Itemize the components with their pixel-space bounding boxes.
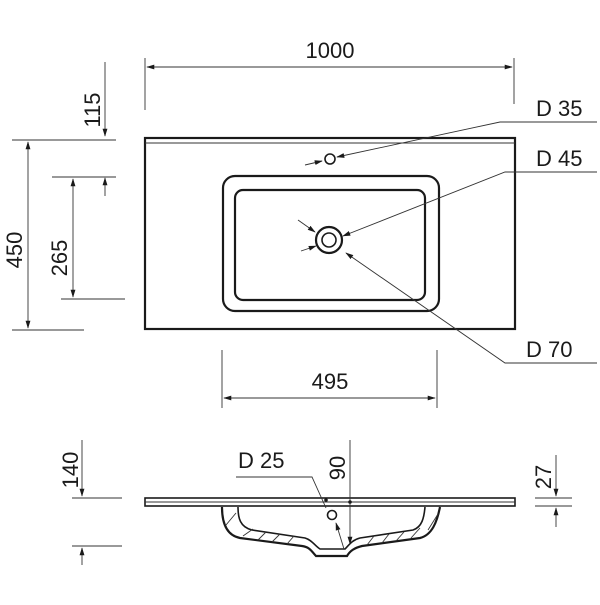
dim-top-thickness-27: 27 <box>531 465 556 489</box>
bowl-outer-rim <box>221 174 441 313</box>
dim-height-140: 140 <box>58 452 83 489</box>
drain-outer <box>314 225 344 255</box>
side-view: 140 D 25 90 27 <box>58 440 572 565</box>
label-drain-d45: D 45 <box>536 146 582 171</box>
overflow-hole <box>326 509 338 521</box>
label-tap-hole-d35: D 35 <box>536 96 582 121</box>
dim-depth-450: 450 <box>2 232 27 269</box>
label-overflow-d25: D 25 <box>238 448 284 473</box>
dim-bowl-width-495: 495 <box>312 369 349 394</box>
dim-drain-depth-90: 90 <box>325 456 350 480</box>
dim-tap-offset-115: 115 <box>80 92 105 127</box>
top-view: 1000 115 450 265 D 35 D 45 D 70 495 <box>2 38 597 408</box>
dim-width-1000: 1000 <box>306 38 355 63</box>
dim-bowl-center-265: 265 <box>47 240 72 277</box>
basin-outline-top <box>143 136 517 331</box>
tap-hole <box>324 153 336 165</box>
bowl-inner-rim <box>233 188 427 302</box>
bowl-section <box>220 506 442 558</box>
drain-inner <box>321 232 337 248</box>
label-drain-d70: D 70 <box>526 337 572 362</box>
